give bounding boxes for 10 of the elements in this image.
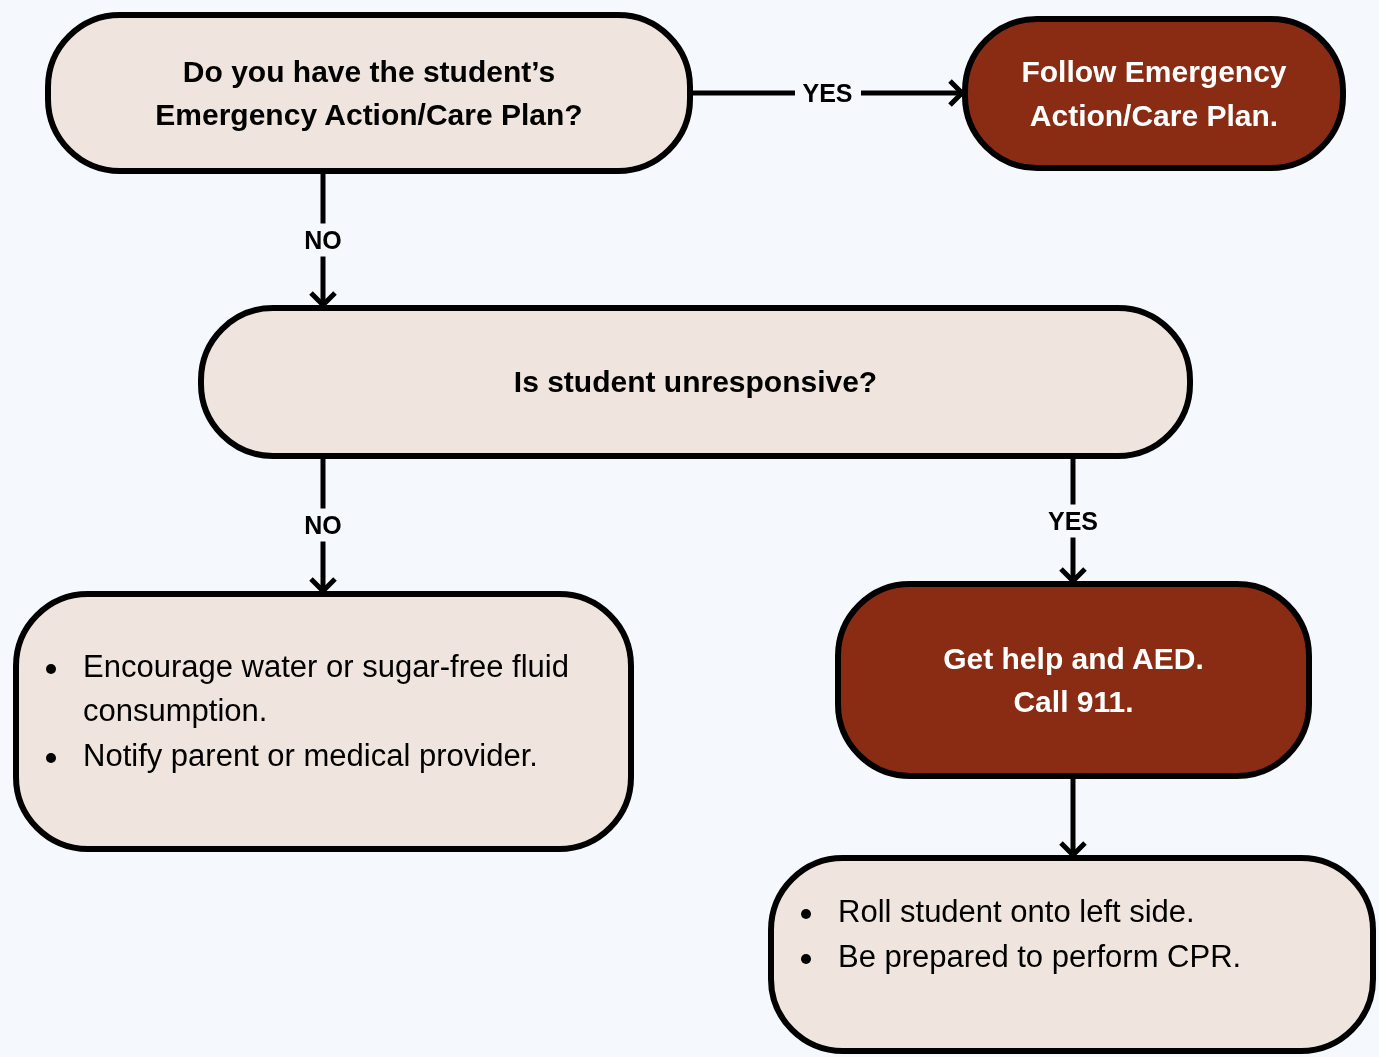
bullet-item: Notify parent or medical provider. [19,733,608,778]
action-text: Follow Emergency Action/Care Plan. [1020,54,1288,134]
arrow [1058,779,1088,858]
bullet-item: Be prepared to perform CPR. [774,934,1350,979]
instruction-box [13,591,634,852]
action-text: Get help and AED. Call 911. [942,640,1205,720]
bullet-item: Roll student onto left side. [774,890,1350,935]
question-text: Do you have the student’s Emergency Action/Care Plan? [154,53,584,133]
question-text: Is student unresponsive? [513,364,878,401]
bullet-item: Encourage water or sugar-free fluid consumption. [19,645,608,734]
